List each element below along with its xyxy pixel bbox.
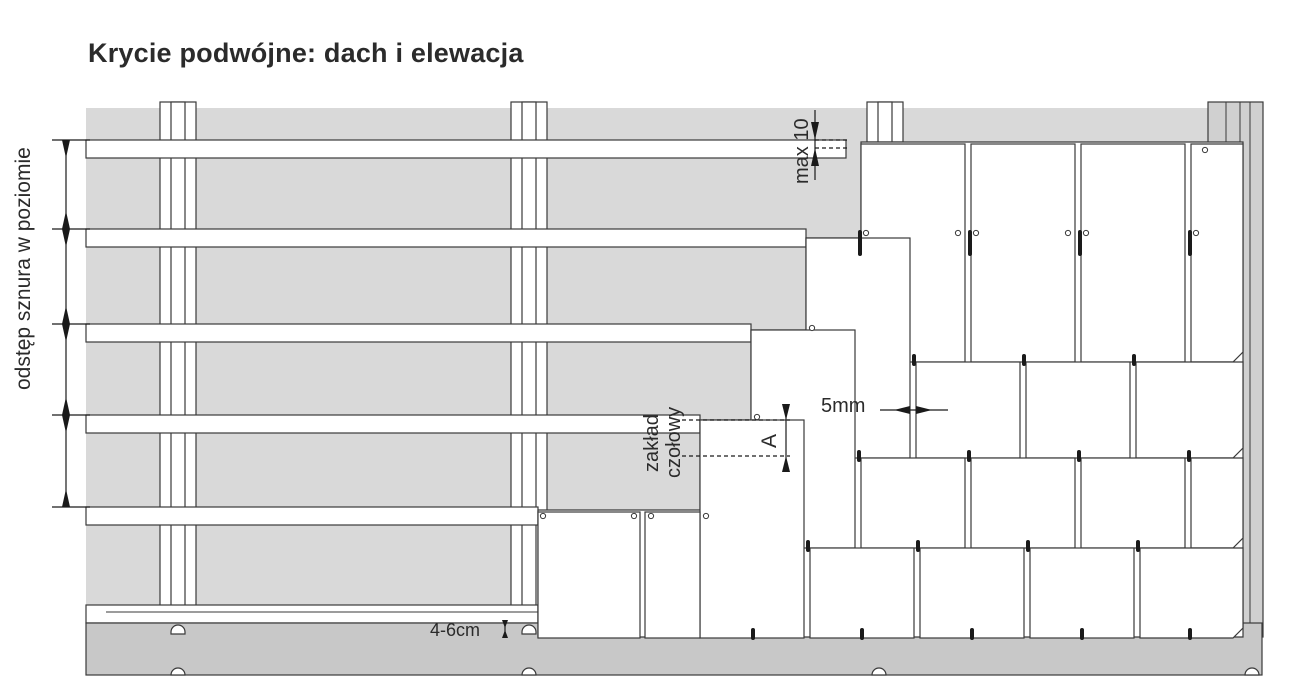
overlap-label-line2: czołowy	[663, 407, 685, 478]
spacing-label: odstęp sznura w poziomie	[12, 147, 35, 390]
tile-hooks	[751, 230, 1192, 640]
tile	[860, 457, 966, 549]
batten	[85, 228, 807, 248]
bottom-gap-label: 4-6cm	[430, 620, 480, 640]
nail-holes	[539, 146, 1209, 520]
batten	[85, 323, 752, 343]
batten	[85, 414, 701, 434]
battens	[85, 139, 847, 624]
gap-label: 5mm	[821, 395, 865, 417]
tile	[1135, 361, 1244, 459]
batten	[85, 139, 847, 159]
tile	[1190, 143, 1244, 363]
batten	[85, 506, 539, 526]
diagram-title: Krycie podwójne: dach i elewacja	[88, 38, 524, 68]
tiles	[537, 143, 1244, 639]
max10-dimension	[814, 110, 850, 180]
spacing-dimension	[52, 139, 90, 508]
tile	[1025, 361, 1131, 459]
tile	[1029, 547, 1135, 639]
tile	[1139, 547, 1244, 639]
tile	[919, 547, 1025, 639]
tile	[1190, 457, 1244, 549]
overlap-symbol: A	[758, 434, 781, 448]
tile	[1080, 457, 1186, 549]
overlap-label-line1: zakład	[641, 414, 663, 472]
tile	[1080, 143, 1186, 363]
tile	[970, 457, 1076, 549]
tile	[537, 511, 641, 639]
max10-label: max 10	[791, 118, 813, 184]
tile	[809, 547, 915, 639]
tile	[699, 419, 805, 639]
tile	[970, 143, 1076, 363]
tile	[644, 511, 701, 639]
